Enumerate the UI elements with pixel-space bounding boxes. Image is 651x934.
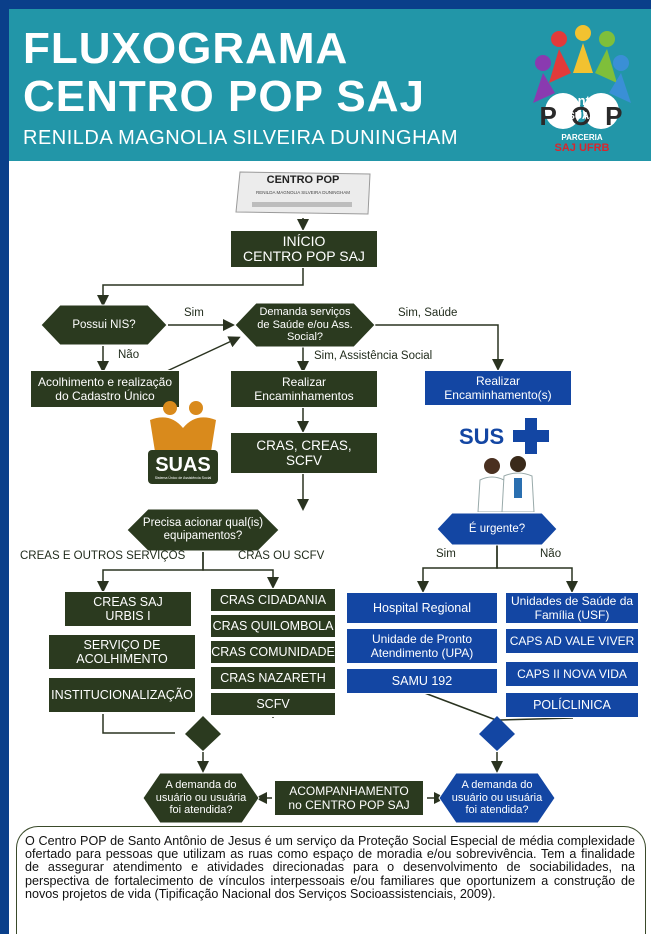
label-sim-assistencia: Sim, Assistência Social	[314, 350, 433, 362]
demand-left-question: A demanda do usuário ou usuária foi aten…	[155, 779, 247, 817]
health-cross-icon	[513, 418, 549, 454]
non-urgent-item: Unidades de Saúde da Família (USF)	[505, 592, 639, 624]
merge-diamond-right	[479, 716, 515, 751]
logo-pop-text: POP	[539, 101, 637, 131]
card-title: CENTRO POP	[266, 174, 340, 186]
non-urgent-item: CAPS II NOVA VIDA	[505, 661, 639, 687]
equip-question: Precisa acionar qual(is) equipamentos?	[142, 517, 264, 542]
top-border	[0, 0, 651, 9]
label-nao-urgent: Não	[540, 548, 562, 560]
suas-caption: Sistema Único de Assistência Social	[154, 476, 212, 480]
label-sim-saude: Sim, Saúde	[398, 307, 458, 319]
nis-question: Possui NIS?	[72, 318, 136, 331]
label-nao: Não	[118, 349, 140, 361]
logo-parceria-text: PARCERIA	[561, 133, 603, 142]
author-subtitle: RENILDA MAGNOLIA SILVEIRA DUNINGHAM	[23, 127, 459, 149]
label-sim-urgent: Sim	[436, 548, 456, 560]
creas-item: INSTITUCIONALIZAÇÃO	[48, 677, 196, 713]
logo-partners-text: SAJ UFRB	[554, 142, 610, 154]
cras-item: CRAS CIDADANIA	[210, 588, 336, 612]
cadastro-box: Acolhimento e realização do Cadastro Úni…	[30, 370, 180, 408]
title-line-1: FLUXOGRAMA	[23, 24, 349, 73]
centro-pop-card-image: CENTRO POP RENILDA MAGNOLIA SILVEIRA DUN…	[232, 168, 374, 218]
sus-text: SUS	[459, 424, 505, 449]
creas-item: SERVIÇO DE ACOLHIMENTO	[48, 634, 196, 670]
demand-question: Demanda serviços de Saúde e/ou Ass. Soci…	[257, 306, 353, 344]
cras-creas-box: CRAS, CREAS, SCFV	[230, 432, 378, 474]
urgent-decision: É urgente?	[436, 512, 558, 546]
cras-item: SCFV	[210, 692, 336, 716]
non-urgent-item: CAPS AD VALE VIVER	[505, 628, 639, 654]
demand-right-decision: A demanda do usuário ou usuária foi aten…	[438, 772, 556, 824]
demand-decision: Demanda serviços de Saúde e/ou Ass. Soci…	[234, 302, 376, 348]
footer-description: O Centro POP de Santo Antônio de Jesus é…	[16, 826, 646, 934]
urgent-item: Unidade de Pronto Atendimento (UPA)	[346, 628, 498, 664]
people-figures-icon	[533, 25, 631, 129]
sus-logo: SUS	[455, 414, 555, 454]
cras-item: CRAS QUILOMBOLA	[210, 614, 336, 638]
centro-pop-logo: Centro POP SUAS PARCERIA SAJ UFRB	[521, 23, 643, 155]
demand-left-decision: A demanda do usuário ou usuária foi aten…	[142, 772, 260, 824]
creas-item: CREAS SAJ URBIS I	[64, 591, 192, 627]
non-urgent-item: POLÍCLINICA	[505, 692, 639, 718]
logo-suas-text: SUAS	[568, 111, 596, 122]
acompanhamento-box: ACOMPANHAMENTO no CENTRO POP SAJ	[274, 780, 424, 816]
suas-logo: SUAS Sistema Único de Assistência Social	[140, 398, 226, 488]
cras-item: CRAS NAZARETH	[210, 666, 336, 690]
logo-centro-text: Centro	[561, 93, 603, 108]
card-subtitle: RENILDA MAGNOLIA SILVEIRA DUNINGHAM	[256, 190, 350, 195]
label-sim: Sim	[184, 307, 204, 319]
urgent-item: Hospital Regional	[346, 592, 498, 624]
suas-text: SUAS	[155, 454, 211, 476]
label-cras-scfv: CRAS OU SCFV	[238, 550, 325, 562]
merge-diamond-left	[185, 716, 221, 751]
equip-decision: Precisa acionar qual(is) equipamentos?	[126, 508, 280, 552]
title-line-2: CENTRO POP SAJ	[23, 72, 425, 121]
encaminhamentos-box: Realizar Encaminhamentos	[230, 370, 378, 408]
urgent-question: É urgente?	[468, 522, 526, 535]
left-border	[0, 0, 9, 934]
cras-item: CRAS COMUNIDADE	[210, 640, 336, 664]
urgent-item: SAMU 192	[346, 668, 498, 694]
nis-decision: Possui NIS?	[40, 304, 168, 346]
health-encaminhamento-box: Realizar Encaminhamento(s)	[424, 370, 572, 406]
label-creas-outros: CREAS E OUTROS SERVIÇOS	[20, 550, 186, 562]
suas-people-icon	[148, 401, 218, 484]
demand-right-question: A demanda do usuário ou usuária foi aten…	[451, 779, 543, 817]
footer-text: O Centro POP de Santo Antônio de Jesus é…	[25, 834, 635, 901]
start-box: INÍCIO CENTRO POP SAJ	[230, 230, 378, 268]
header-banner: FLUXOGRAMA CENTRO POP SAJ RENILDA MAGNOL…	[9, 9, 651, 161]
doctors-icon	[477, 456, 535, 512]
